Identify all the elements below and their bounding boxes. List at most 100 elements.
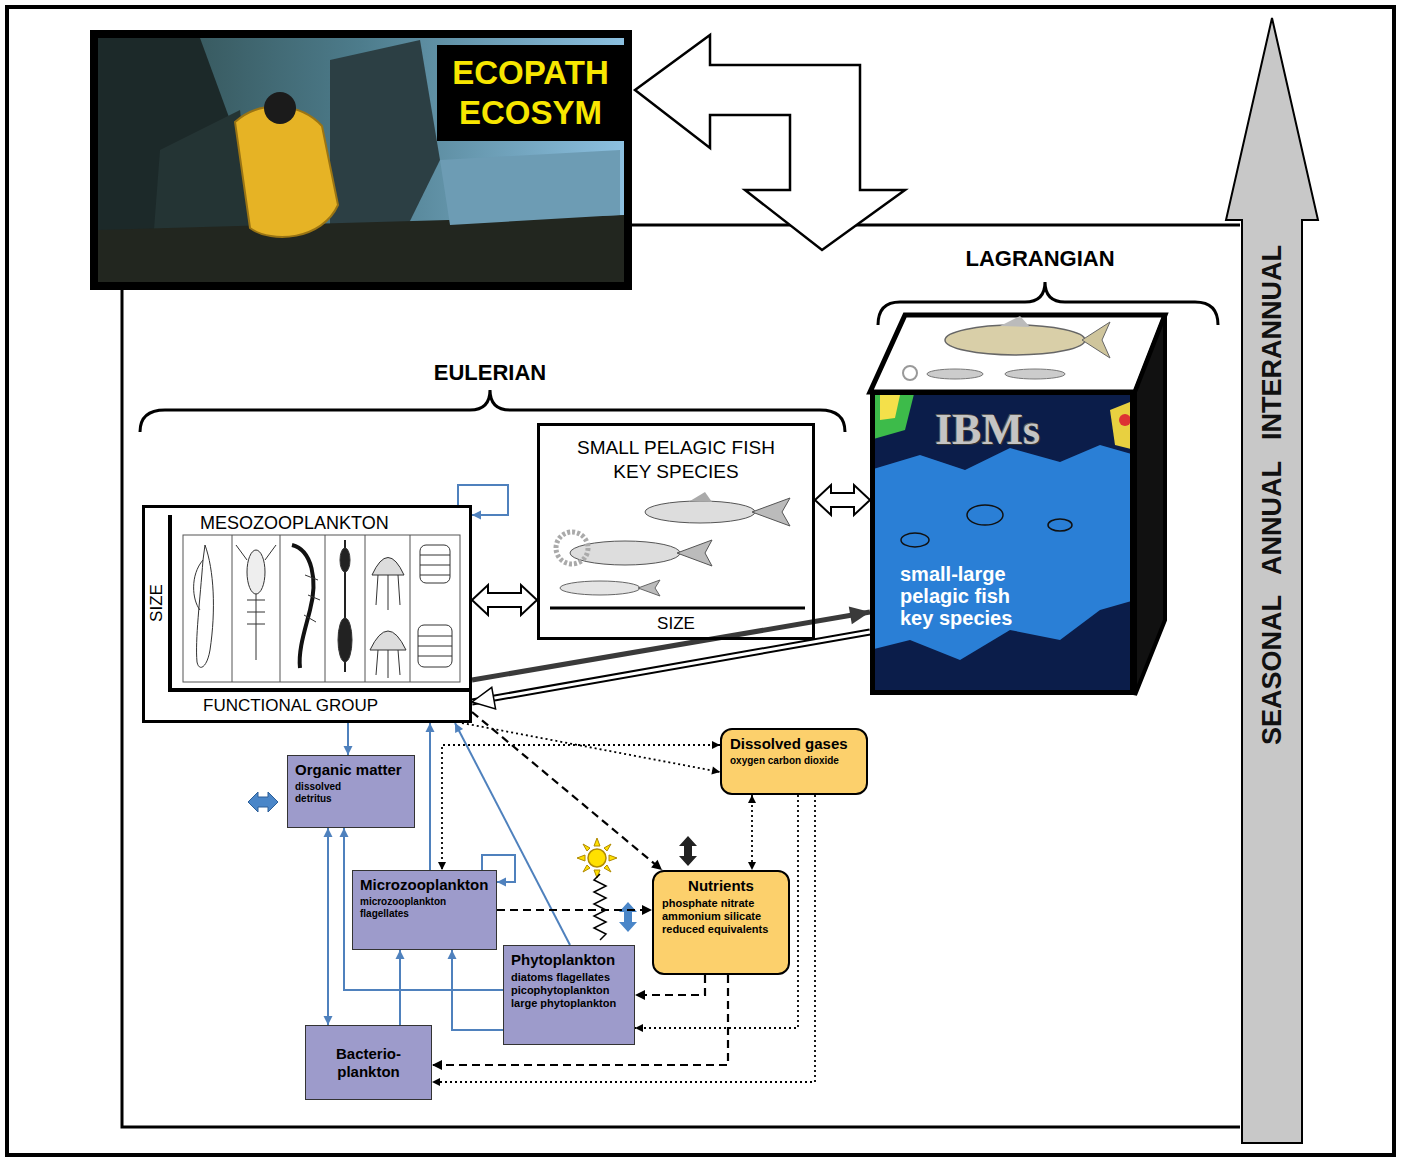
connector-line [472,632,870,702]
box-body: phosphate nitrate ammonium silicate redu… [662,897,780,936]
exchange-arrow [635,35,905,250]
connector [448,950,504,1030]
connector-line [635,975,705,995]
arrowhead [711,767,720,775]
connector-line [472,712,662,870]
connector-line [442,745,720,870]
connector-line [635,795,798,1028]
connector [324,828,333,1025]
connector-line [344,828,503,990]
connector-line [462,723,720,772]
connector-line [452,950,503,1030]
exchange-symbol [679,836,697,866]
connector-line [458,485,508,515]
axis-label: FUNCTIONAL GROUP [203,696,378,716]
arrowhead [396,950,405,959]
arrowhead [642,905,652,915]
box-title: Phytoplankton [511,951,627,969]
box-body: microzooplankton flagellates [360,896,489,920]
arrowhead [344,746,353,755]
model-name: IBMs [935,405,1040,455]
timescale-text: SEASONAL ANNUAL INTERANNUAL [1256,245,1288,745]
arrowhead [448,950,457,959]
box-body: oxygen carbon dioxide [730,755,858,767]
fish-drawings [556,492,790,596]
box-title: SMALL PELAGIC FISH KEY SPECIES [540,436,812,484]
arrowhead [324,1016,333,1025]
cube-caption: small-large pelagic fish key species [900,563,1040,629]
exchange-symbol [619,902,637,932]
pool-box: Dissolved gases oxygen carbon dioxide [720,728,868,795]
arrow-outline [1226,18,1318,1143]
arrowhead [426,723,435,732]
arrowhead [748,862,756,870]
pool-box: Bacterio- plankton [305,1025,432,1100]
connector-line [751,795,753,870]
plankton-drawings [183,535,460,682]
model-name: ECOPATH ECOSYM [437,45,624,141]
timescale-arrow: SEASONAL ANNUAL INTERANNUAL [1222,15,1320,1145]
connector [438,741,720,870]
arrowhead [651,860,662,870]
connector-line [327,828,329,1025]
arrowhead [712,741,720,749]
block-arrow [472,585,537,615]
connector [458,485,508,520]
axis-label: SIZE [540,614,812,634]
box-body: dissolved detritus [295,781,357,805]
region-label: EULERIAN [390,360,590,386]
exchange-symbol [248,792,278,812]
ibm-cube: IBMs small-large pelagic fish key species [870,390,1135,695]
arrowhead [340,828,349,837]
connector [815,485,870,515]
connector [635,795,798,1032]
axis-label: SIZE [147,584,167,622]
connector [396,950,405,1025]
block-arrow [815,485,870,515]
box-title: Dissolved gases [730,735,858,753]
pool-box: Nutrients phosphate nitrate ammonium sili… [652,870,790,975]
connector [462,723,720,774]
pool-box: Phytoplankton diatoms flagellates picophy… [503,945,635,1045]
arrowhead [849,606,870,624]
pool-box: Organic matter dissolved detritus [287,755,415,828]
cube-art [870,315,1165,695]
connector [344,723,353,755]
connector-line [472,632,870,702]
connector [472,632,870,709]
outer-border [7,7,1394,1155]
arrowhead [748,795,756,803]
arrowhead [438,862,446,870]
arrowhead [635,990,645,1000]
box-title: Bacterio- plankton [321,1045,416,1081]
region-label: LAGRANGIAN [940,246,1140,272]
connector [497,905,652,915]
arrowhead [472,511,481,520]
arrowhead [432,1060,442,1070]
fish-box: SMALL PELAGIC FISH KEY SPECIES SIZE [537,423,815,640]
mesozooplankton-box: MESOZOOPLANKTONSIZEFUNCTIONAL GROUP [142,505,472,723]
connector-line [429,723,431,870]
arrowhead [432,1078,440,1086]
axis [170,515,470,690]
connector-line [399,950,401,1025]
photo-box: ECOPATH ECOSYM [90,30,632,290]
connector [340,828,504,990]
box-title: Nutrients [662,877,780,895]
connector [472,585,537,615]
frame-line [122,225,1240,1127]
box-body: diatoms flagellates picophytoplankton la… [511,971,627,1010]
arrowhead [472,687,496,709]
box-title: Microzooplankton [360,876,489,894]
arrowhead [455,723,463,733]
connector [748,795,756,870]
box-title: Organic matter [295,761,407,779]
connector [472,712,662,870]
arrowhead [324,828,333,837]
connector [635,975,705,1000]
connector-line [497,909,652,911]
size-axis [550,607,805,610]
